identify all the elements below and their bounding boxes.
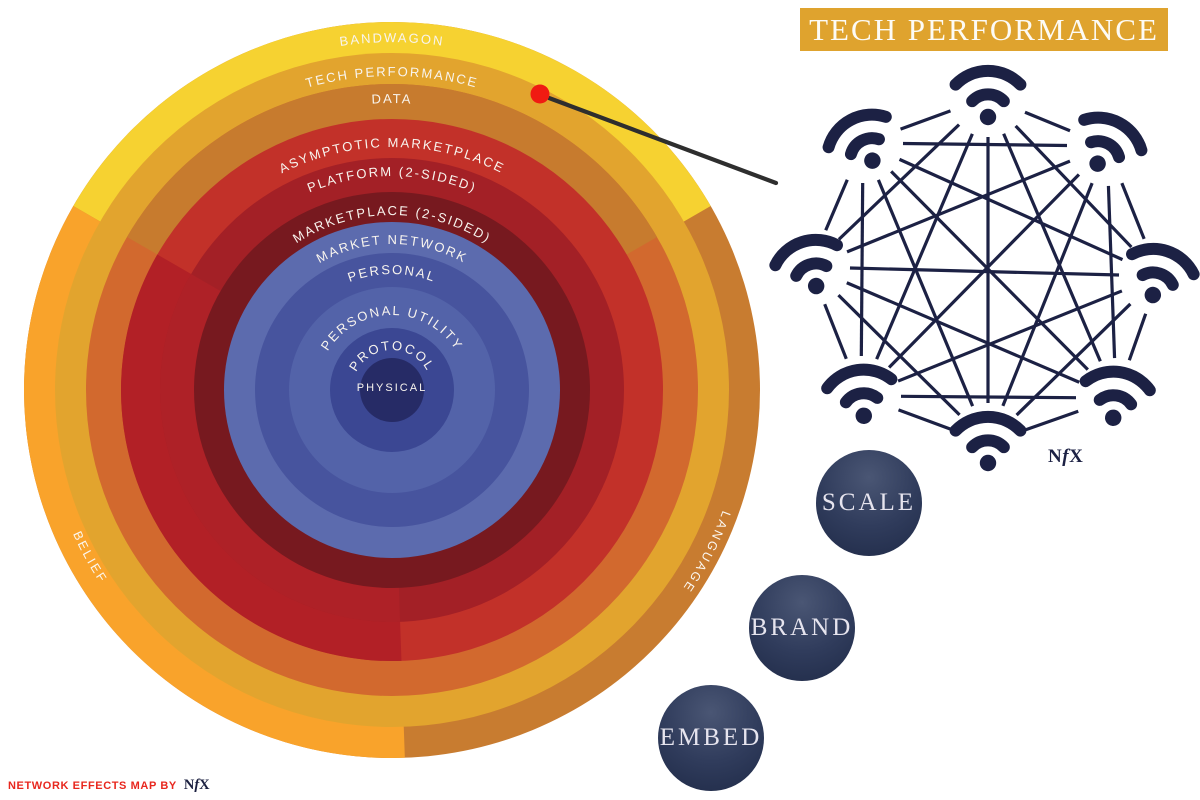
wifi-icon [822,108,892,169]
nfx-logo-diagram: NfX [1048,446,1083,467]
nfx-logo: NfX [183,777,210,793]
network-edge [875,133,974,360]
network-edge [823,303,848,360]
network-edges [823,109,1148,432]
network-edge [1001,182,1094,407]
wifi-icon [949,64,1027,126]
credit-line: NETWORK EFFECTS MAP BY NfX [8,777,210,794]
network-edge [898,157,1124,262]
network-edge [1120,182,1146,240]
network-edge [846,281,1080,384]
network-edge [849,266,1120,277]
wifi-icon [1079,365,1156,427]
network-edge [900,394,1077,400]
network-edge [876,179,975,407]
wifi-icon [1126,242,1200,304]
ring-label-data: DATA [371,91,413,107]
network-edge [1127,313,1148,361]
network-edge [902,141,1068,148]
sphere-scale: SCALE [816,450,922,556]
callout-title-banner: TECH PERFORMANCE [800,8,1168,51]
sphere-embed: EMBED [658,685,764,791]
network-edge [837,293,961,417]
ring-label-physical: PHYSICAL [357,382,427,394]
wifi-icon [769,233,843,295]
credit-text: NETWORK EFFECTS MAP BY [8,780,177,792]
callout-line [546,95,779,186]
network-edge [824,179,849,231]
network-edge [1024,110,1071,133]
sphere-brand: BRAND [749,575,855,681]
network-edge [1002,133,1102,362]
ring-label-bandwagon: BANDWAGON [339,30,446,49]
network-edge [846,159,1071,254]
callout-dot [530,84,550,104]
network-edge [1025,409,1079,432]
sphere-brand-label: BRAND [750,614,854,641]
network-edge [897,408,952,431]
sphere-scale-label: SCALE [821,489,917,516]
wifi-icon [821,363,898,425]
network-edge [897,289,1123,383]
wifi-icon [949,410,1027,472]
wifi-icon [1078,111,1148,172]
network-edge [1106,185,1117,359]
network-edge [899,109,952,131]
callout-title: TECH PERFORMANCE [809,11,1159,47]
ring-physical [360,358,424,422]
sphere-embed-label: EMBED [659,724,763,751]
